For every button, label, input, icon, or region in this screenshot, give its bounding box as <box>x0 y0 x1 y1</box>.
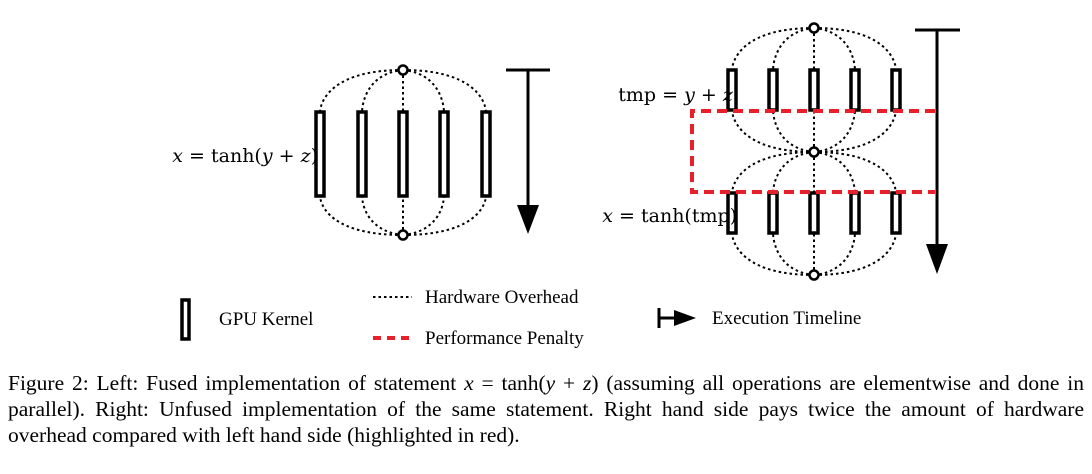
performance-penalty-highlight <box>690 109 935 194</box>
gpu-kernels <box>314 110 492 198</box>
gpu-kernel <box>438 110 450 198</box>
execution-timeline-legend-label: Execution Timeline <box>712 308 861 329</box>
execution-timeline-arrow <box>506 68 550 234</box>
sync-node <box>397 64 409 76</box>
gpu-kernel <box>808 68 820 112</box>
gpu-kernel <box>890 68 902 112</box>
gpu-kernel <box>890 191 902 235</box>
gpu-kernel <box>767 68 779 112</box>
sync-node <box>808 146 820 158</box>
gpu-kernel <box>849 68 861 112</box>
gpu-kernel <box>767 191 779 235</box>
hardware-overhead-legend-label: Hardware Overhead <box>425 287 579 308</box>
caption-text-1: Figure 2: Left: Fused implementation of … <box>8 371 465 395</box>
gpu-kernel <box>314 110 326 198</box>
gpu-kernel-legend-label: GPU Kernel <box>219 309 313 330</box>
unfused-diagram: tmp = y + z x = tanh(tmp) <box>560 22 960 281</box>
sync-node <box>808 269 820 281</box>
sync-node <box>397 229 409 241</box>
gpu-kernel <box>726 191 738 235</box>
fused-statement: x = tanh(y + z) <box>130 145 348 167</box>
execution-timeline-arrow <box>915 28 960 274</box>
execution-timeline-legend-icon <box>657 308 696 328</box>
figure-caption: Figure 2: Left: Fused implementation of … <box>8 370 1084 448</box>
gpu-kernel <box>397 110 409 198</box>
unfused-statement-1: tmp = y + z <box>576 84 763 106</box>
caption-math-eq: = tanh( <box>473 371 546 395</box>
caption-math-close: ) <box>591 371 599 395</box>
hardware-overhead-lines <box>731 27 897 276</box>
caption-text-2: (assuming all operations are elementwise… <box>8 371 1084 447</box>
gpu-kernel-legend-icon <box>180 298 191 341</box>
caption-math-plus: + <box>555 371 584 395</box>
unfused-statement-2: x = tanh(tmp) <box>560 205 767 227</box>
gpu-kernel <box>849 191 861 235</box>
caption-math-y: y <box>545 371 556 395</box>
gpu-kernel <box>356 110 368 198</box>
caption-math-x: x <box>464 371 474 395</box>
gpu-kernel <box>808 191 820 235</box>
caption-math-z: z <box>583 371 592 395</box>
legend: GPU Kernel Hardware Overhead Performance… <box>180 287 861 349</box>
gpu-kernel <box>726 68 738 112</box>
fused-diagram: x = tanh(y + z) <box>130 64 550 241</box>
gpu-kernel <box>480 110 492 198</box>
sync-node <box>808 22 820 34</box>
performance-penalty-legend-label: Performance Penalty <box>425 328 584 349</box>
